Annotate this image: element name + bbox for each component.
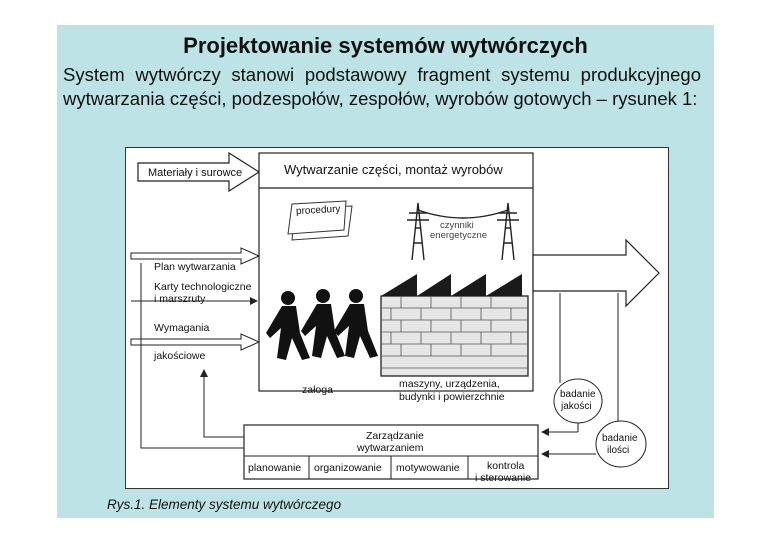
machines-label-1: maszyny, urządzenia,: [399, 378, 500, 390]
quantity-check-label-2: ilości: [607, 445, 630, 456]
energy-label-1: czynniki: [440, 220, 474, 231]
plan-label: Plan wytwarzania: [154, 261, 236, 273]
management-label-1: Zarządzanie: [366, 430, 424, 442]
input-arrows: [130, 247, 261, 351]
procedures-icon: [287, 200, 353, 241]
energy-label-2: energetyczne: [430, 230, 488, 241]
quality-check-label-1: badanie: [560, 389, 596, 400]
slide-title: Projektowanie systemów wytwórczych: [183, 33, 588, 58]
production-system-diagram: Materiały i surowce Wytwarzanie części, …: [125, 147, 669, 489]
control-cell-1: kontrola: [487, 460, 525, 472]
quantity-check-label-1: badanie: [602, 433, 638, 444]
figure-caption: Rys.1. Elementy systemu wytwórczego: [107, 497, 342, 512]
management-label-2: wytwarzaniem: [357, 442, 424, 454]
crew-label: załoga: [302, 384, 333, 396]
control-cell-2: i sterowanie: [475, 472, 532, 484]
output-arrow: [532, 238, 660, 308]
requirements-label: Wymagania: [154, 322, 210, 334]
materials-arrow: [137, 151, 261, 193]
slide: Projektowanie systemów wytwórczych Syste…: [57, 25, 714, 518]
quantity-check-circle: [595, 420, 647, 468]
crew-icon: [266, 289, 378, 360]
planning-cell: planowanie: [248, 462, 302, 474]
management-box: [243, 424, 539, 480]
organizing-cell: organizowanie: [314, 462, 382, 474]
motivating-cell: motywowanie: [396, 462, 460, 474]
quality-check-label-2: jakości: [561, 401, 592, 412]
tech-cards-label-1: Karty technologiczne: [154, 281, 252, 293]
materials-label: Materiały i surowce: [148, 167, 243, 179]
energy-towers-icon: [407, 202, 519, 261]
diagram-graphics: [130, 151, 660, 480]
feedback-lines: [140, 263, 244, 449]
procedures-label: procedury: [295, 203, 341, 218]
tech-cards-label-2: i marszruty: [154, 293, 206, 305]
production-header: Wytwarzanie części, montaż wyrobów: [284, 162, 503, 177]
factory-icon: [380, 274, 529, 377]
intro-paragraph: System wytwórczy stanowi podstawowy frag…: [63, 64, 701, 109]
machines-label-2: budynki i powierzchnie: [399, 391, 505, 403]
quality-requirements-label: jakościowe: [154, 350, 206, 362]
